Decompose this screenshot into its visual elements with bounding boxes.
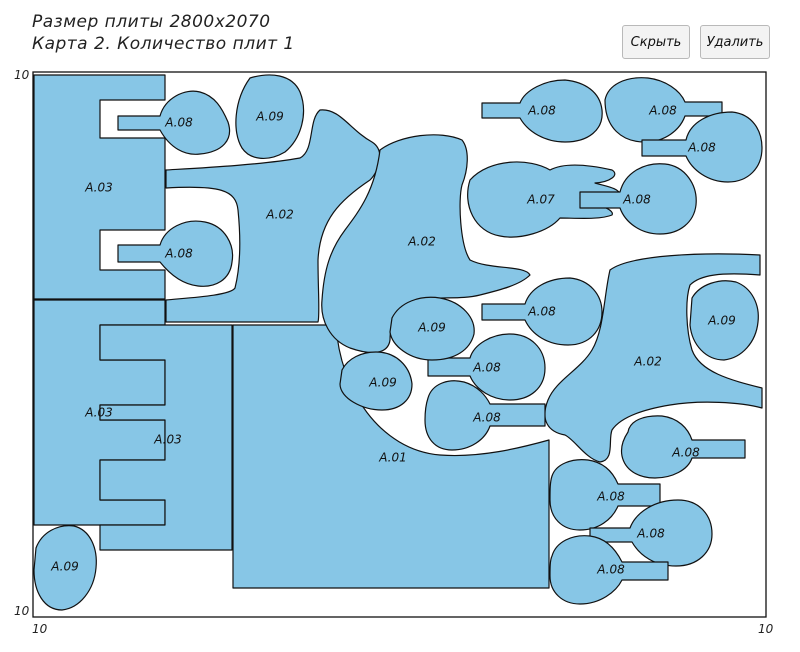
label-a01: A.01 — [378, 451, 407, 465]
part-a08-11 — [549, 459, 661, 531]
label-a08: A.08 — [687, 141, 716, 155]
part-a08-5 — [641, 111, 763, 183]
label-a03: A.03 — [84, 181, 113, 195]
part-a08-2 — [117, 220, 234, 287]
label-a02: A.02 — [265, 208, 294, 222]
label-a08: A.08 — [596, 490, 625, 504]
label-a09: A.09 — [707, 314, 736, 328]
part-a02-middle — [321, 134, 531, 354]
part-a09-1 — [235, 74, 305, 159]
label-a08: A.08 — [527, 104, 556, 118]
label-a08: A.08 — [636, 527, 665, 541]
part-a09-4 — [689, 280, 759, 361]
part-a02-left — [165, 109, 381, 323]
label-a02: A.02 — [407, 235, 436, 249]
part-a08-3 — [481, 79, 603, 143]
hide-button[interactable]: Скрыть — [622, 25, 690, 59]
label-a09: A.09 — [255, 110, 284, 124]
part-a09-5 — [33, 525, 97, 611]
label-a03: A.03 — [84, 406, 113, 420]
part-a09-3 — [339, 351, 413, 411]
label-a09: A.09 — [417, 321, 446, 335]
label-a08: A.08 — [671, 446, 700, 460]
part-a08-8 — [427, 333, 546, 401]
label-a08: A.08 — [164, 247, 193, 261]
part-a09-2 — [389, 296, 475, 361]
dim-bottom-x-left: 10 — [32, 622, 48, 636]
part-a03-bottom-right — [99, 324, 233, 551]
dim-bottom-x-right: 10 — [758, 622, 774, 636]
label-a02: A.02 — [633, 355, 662, 369]
map-count-title: Карта 2. Количество плит 1 — [32, 34, 295, 54]
label-a08: A.08 — [527, 305, 556, 319]
part-a08-13 — [549, 535, 669, 605]
label-a08: A.08 — [164, 116, 193, 130]
label-a03: A.03 — [153, 433, 182, 447]
part-a08-9 — [424, 380, 546, 451]
part-a08-7 — [481, 277, 603, 346]
label-a08: A.08 — [472, 361, 501, 375]
delete-button[interactable]: Удалить — [700, 25, 770, 59]
label-a08: A.08 — [648, 104, 677, 118]
label-a08: A.08 — [622, 193, 651, 207]
sheet-size-title: Размер плиты 2800x2070 — [32, 12, 271, 32]
part-a08-12 — [589, 499, 713, 567]
label-a08: A.08 — [596, 563, 625, 577]
dim-bottom-left: 10 — [14, 604, 30, 618]
part-a02-right — [544, 253, 763, 463]
part-a08-6 — [579, 163, 697, 235]
dim-top-left: 10 — [14, 68, 30, 82]
part-a08-10 — [620, 415, 746, 479]
part-a08-1 — [117, 90, 231, 155]
label-a07: A.07 — [526, 193, 555, 207]
label-a09: A.09 — [368, 376, 397, 390]
label-a08: A.08 — [472, 411, 501, 425]
part-a03-top — [33, 74, 166, 300]
label-a09: A.09 — [50, 560, 79, 574]
